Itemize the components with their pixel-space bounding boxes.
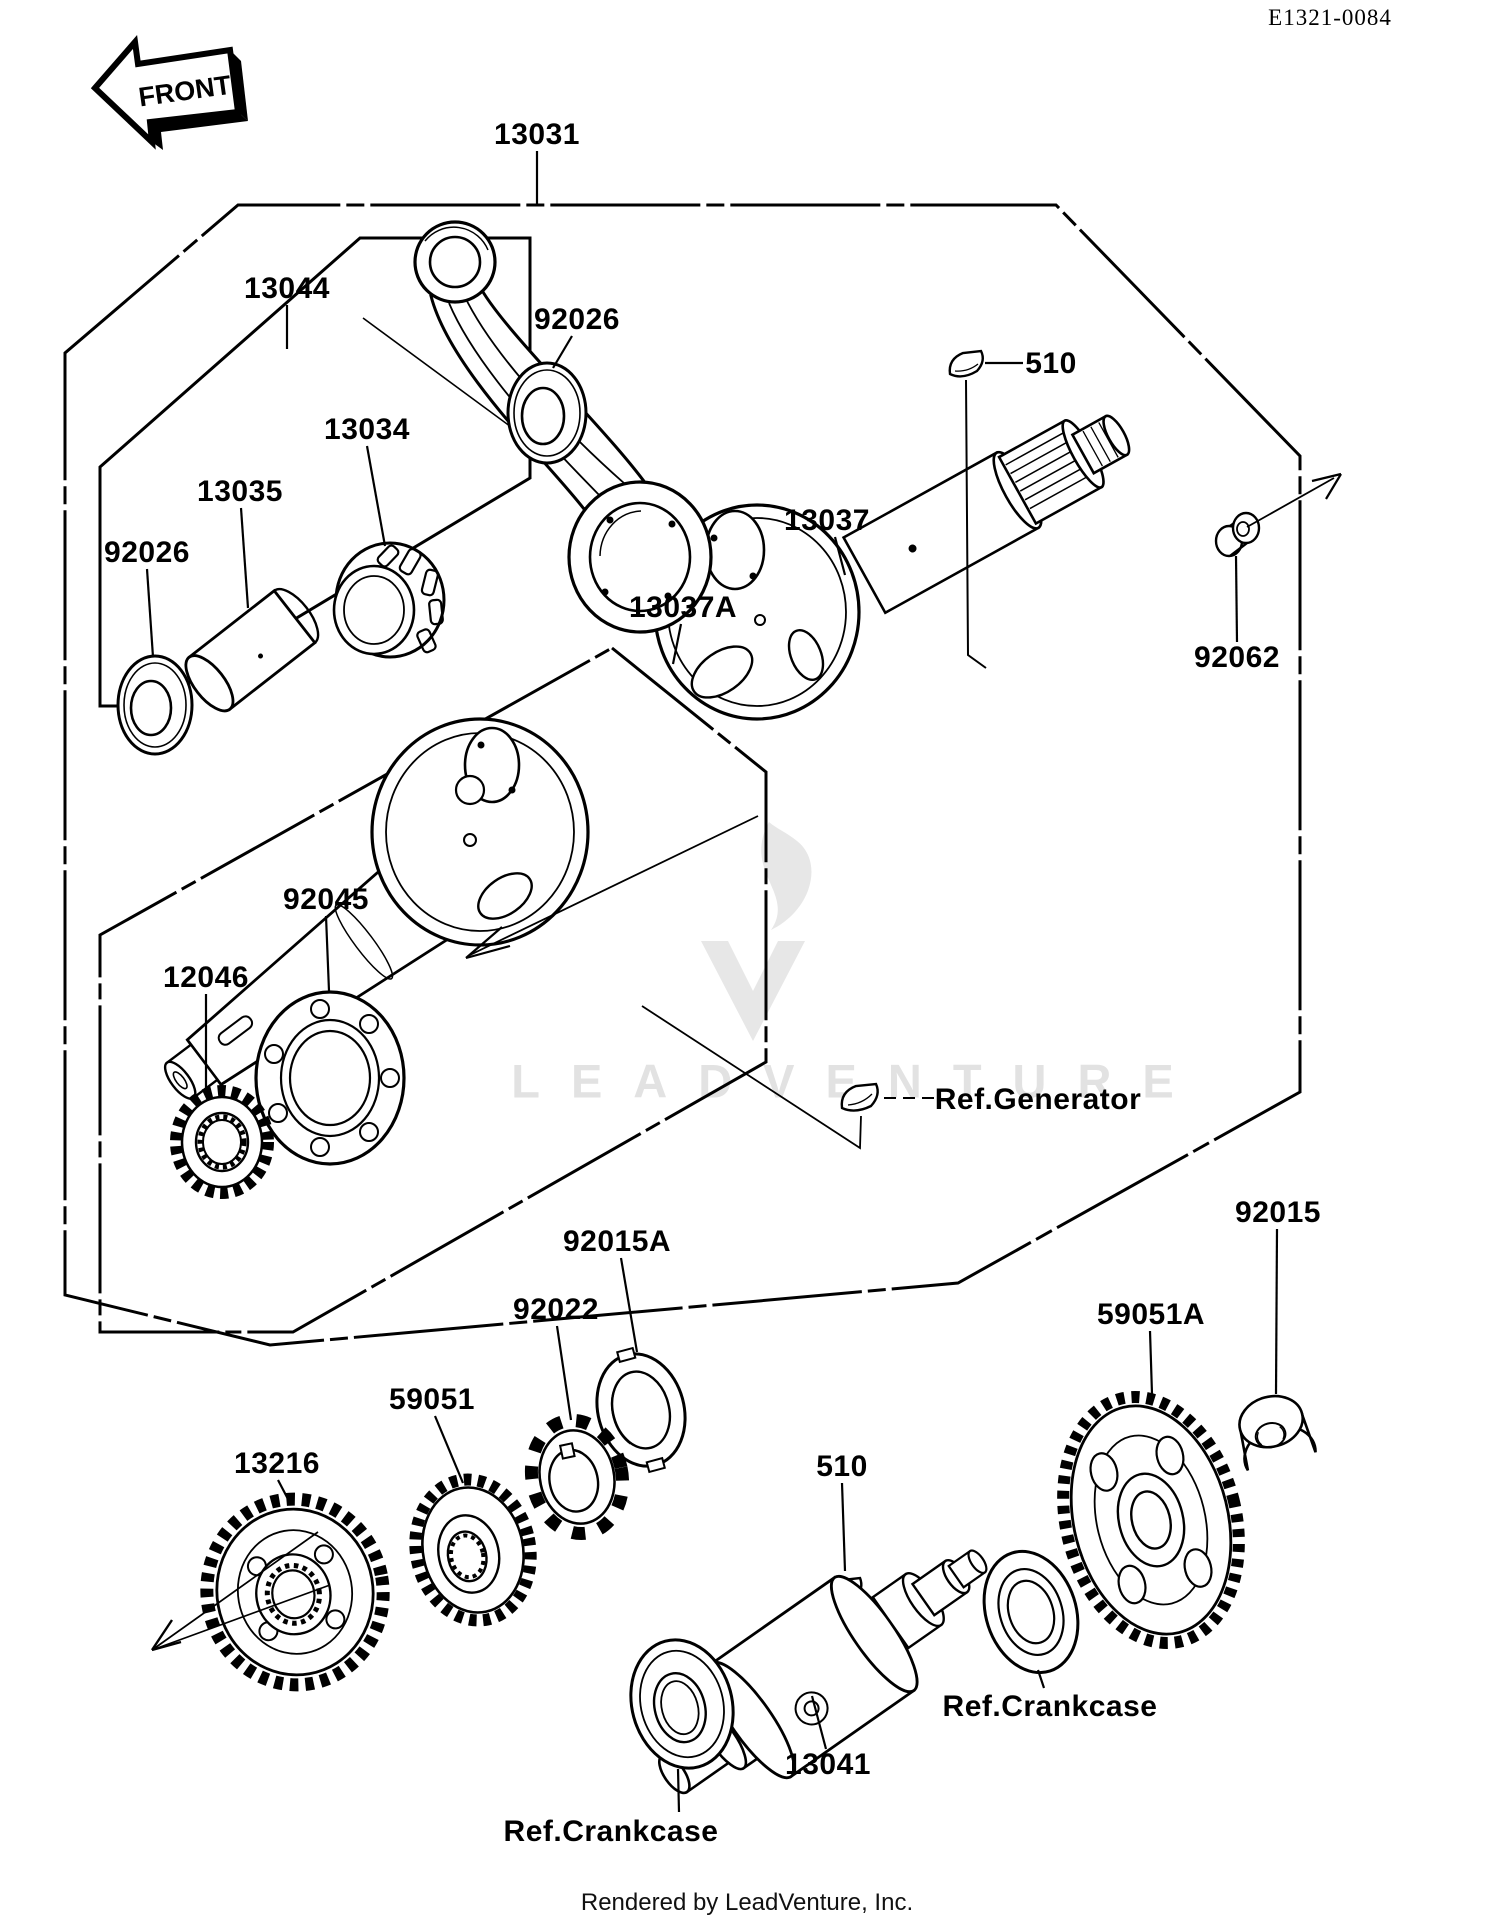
install-arrow-gear xyxy=(151,1531,331,1652)
label-92022: 92022 xyxy=(513,1293,599,1326)
washer-92026-upper xyxy=(506,361,588,465)
watermark-flame-icon xyxy=(701,822,812,1041)
label-12046: 12046 xyxy=(163,961,249,994)
label-59051A: 59051A xyxy=(1096,1298,1206,1331)
label-13037A: 13037A xyxy=(628,591,738,624)
gear-59051A xyxy=(1057,1390,1245,1650)
needle-bearing xyxy=(332,541,446,659)
label-92062: 92062 xyxy=(1194,641,1280,674)
piston-pin xyxy=(184,588,320,713)
label-510-upper: 510 xyxy=(1025,347,1077,380)
label-ref-generator: Ref.Generator xyxy=(934,1083,1142,1116)
label-13037: 13037 xyxy=(784,504,870,537)
crankshaft-half-right xyxy=(653,414,1131,721)
label-92015A: 92015A xyxy=(562,1225,672,1258)
label-13216: 13216 xyxy=(234,1447,320,1480)
gear-13216 xyxy=(200,1492,390,1692)
box-13037A xyxy=(98,646,768,1334)
tab-washer-92022 xyxy=(524,1413,630,1541)
box-13031 xyxy=(63,203,1302,1347)
ref-generator-key xyxy=(641,1005,934,1150)
label-510-lower: 510 xyxy=(816,1450,868,1483)
box-13044 xyxy=(98,236,532,708)
label-ref-crankcase-bottom: Ref.Crankcase xyxy=(503,1815,719,1848)
label-13041: 13041 xyxy=(785,1748,871,1781)
footer-credit: Rendered by LeadVenture, Inc. xyxy=(580,1889,914,1916)
gear-59051 xyxy=(409,1473,537,1627)
label-13035: 13035 xyxy=(197,475,283,508)
ball-bearing-92045 xyxy=(254,990,406,1166)
label-13034: 13034 xyxy=(324,413,410,446)
label-92026-upper: 92026 xyxy=(534,303,620,336)
label-ref-crankcase-right: Ref.Crankcase xyxy=(942,1690,1158,1723)
assembly-boxes xyxy=(63,203,1302,1347)
connecting-rod xyxy=(413,220,713,634)
bearing-crankcase-right xyxy=(982,1549,1080,1675)
leader-lines xyxy=(145,151,1279,1813)
install-arrow-bearing xyxy=(465,815,759,960)
label-92045: 92045 xyxy=(283,883,369,916)
flanged-nut-92015 xyxy=(1238,1394,1317,1471)
label-92015: 92015 xyxy=(1235,1196,1321,1229)
locknut-92015A xyxy=(595,1346,687,1474)
nut-92062 xyxy=(1214,472,1342,558)
crankshaft-half-left xyxy=(163,717,590,1100)
diagram-code: E1321-0084 xyxy=(1268,5,1392,30)
bearing-crankcase-bottom xyxy=(629,1638,735,1770)
label-92026-left: 92026 xyxy=(104,536,190,569)
label-59051: 59051 xyxy=(389,1383,475,1416)
label-13044: 13044 xyxy=(244,272,330,305)
label-13031: 13031 xyxy=(494,118,580,151)
key-510-upper xyxy=(948,349,987,669)
washer-92026-left xyxy=(116,654,194,756)
sprocket-12046 xyxy=(170,1085,274,1199)
front-arrow-icon: FRONT xyxy=(90,35,248,150)
